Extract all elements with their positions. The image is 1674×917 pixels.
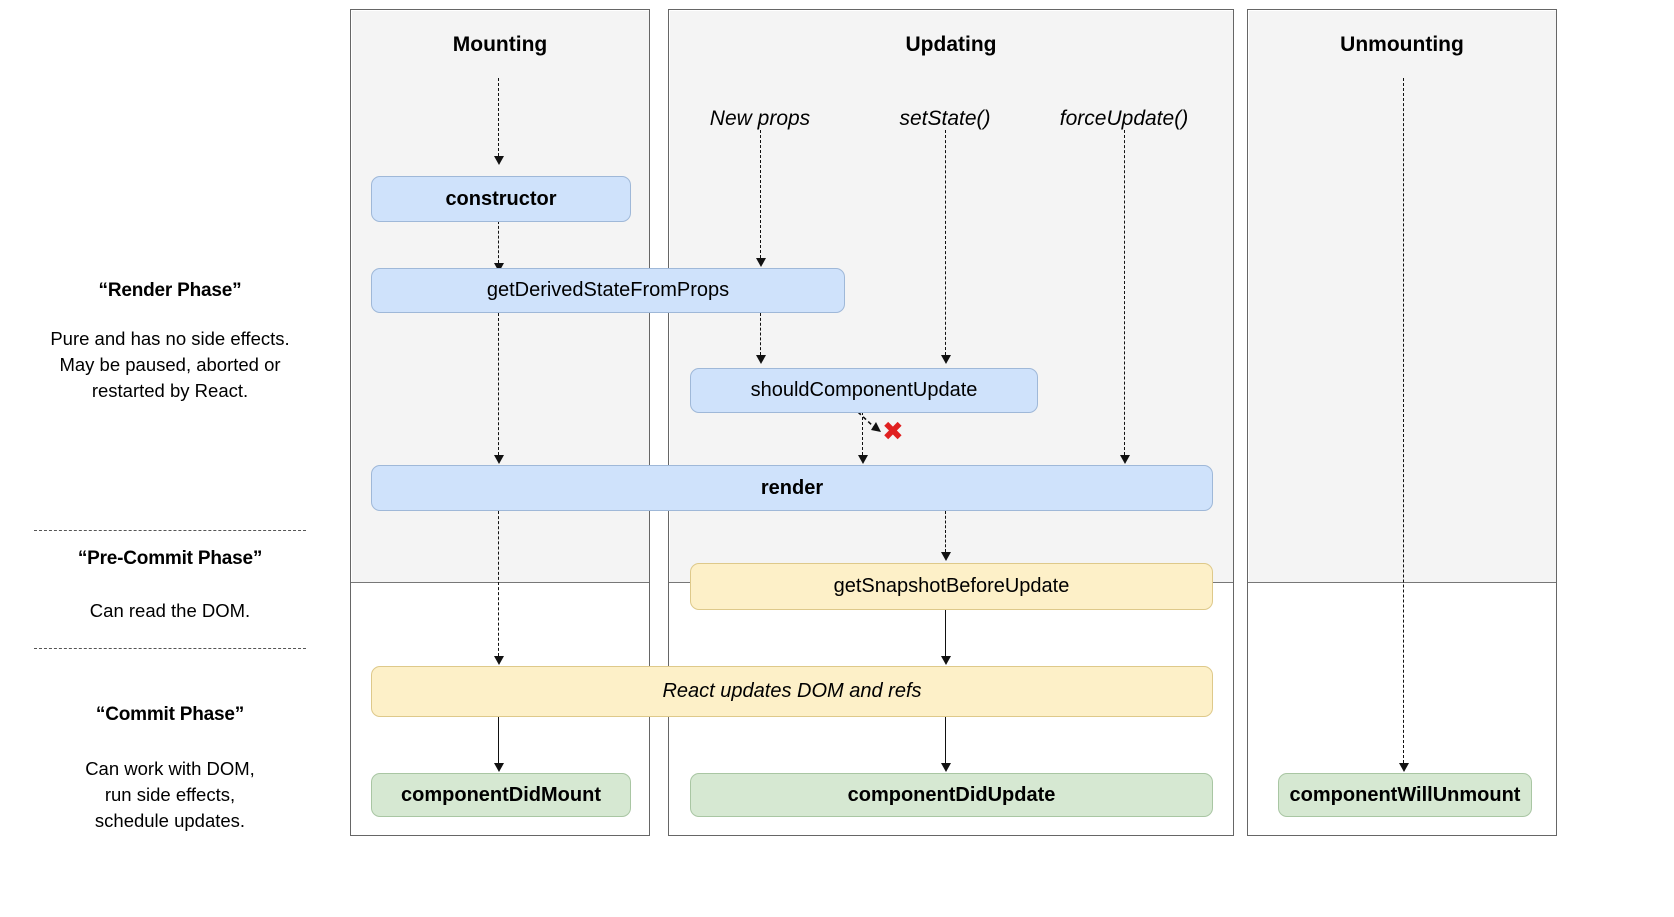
box-should-component-update-label: shouldComponentUpdate	[750, 379, 978, 401]
arrowhead-scu-from-gdsfp	[755, 355, 766, 364]
box-component-will-unmount-label: componentWillUnmount	[1289, 783, 1521, 806]
box-get-snapshot-before-update[interactable]: getSnapshotBeforeUpdate	[690, 563, 1213, 610]
arrowhead-scu-from-setstate	[940, 355, 951, 364]
arrowhead-componentdidupdate	[940, 763, 951, 772]
arrowhead-dom-updating	[940, 656, 951, 665]
box-react-updates-dom-and-refs-label: React updates DOM and refs	[662, 680, 922, 702]
column-unmounting-phase-separator	[1248, 582, 1556, 583]
column-title-unmounting: Unmounting	[1340, 33, 1464, 56]
box-component-did-mount-label: componentDidMount	[401, 783, 601, 806]
column-mounting-phase-separator	[351, 582, 649, 583]
box-get-derived-state-from-props[interactable]: getDerivedStateFromProps	[371, 268, 845, 313]
connector-mounting-to-constructor	[498, 78, 499, 156]
legend-body-render-phase: Pure and has no side effects. May be pau…	[50, 328, 290, 401]
box-should-component-update[interactable]: shouldComponentUpdate	[690, 368, 1038, 413]
connector-render-to-snapshot	[945, 511, 946, 552]
box-render[interactable]: render	[371, 465, 1213, 511]
connector-scu-to-render	[862, 412, 863, 455]
arrowhead-dom-mounting	[493, 656, 504, 665]
legend-title-render-phase: “Render Phase”	[98, 280, 242, 301]
legend-divider-bottom	[34, 648, 306, 649]
trigger-label-new-props: New props	[709, 107, 811, 130]
arrowhead-gdsfp-mounting	[493, 263, 504, 272]
arrowhead-render-from-scu	[857, 455, 868, 464]
connector-dom-to-componentdidupdate	[945, 717, 946, 763]
box-render-label: render	[760, 476, 824, 499]
arrowhead-snapshot	[940, 552, 951, 561]
connector-constructor-to-gdsfp	[498, 221, 499, 263]
arrowhead-render-mounting	[493, 455, 504, 464]
column-title-updating: Updating	[905, 33, 997, 56]
arrowhead-render-from-forceupdate	[1119, 455, 1130, 464]
legend-title-commit-phase: “Commit Phase”	[95, 704, 245, 725]
legend-body-commit-phase: Can work with DOM, run side effects, sch…	[85, 758, 255, 831]
connector-forceupdate-to-render	[1124, 130, 1125, 455]
box-get-snapshot-before-update-label: getSnapshotBeforeUpdate	[833, 575, 1070, 597]
connector-snapshot-to-dom	[945, 610, 946, 656]
box-component-did-update[interactable]: componentDidUpdate	[690, 773, 1213, 817]
box-component-will-unmount[interactable]: componentWillUnmount	[1278, 773, 1532, 817]
legend-title-pre-commit-phase: “Pre-Commit Phase”	[77, 548, 263, 569]
arrowhead-gdsfp-updating	[755, 258, 766, 267]
box-react-updates-dom-and-refs[interactable]: React updates DOM and refs	[371, 666, 1213, 717]
column-unmounting	[1247, 9, 1557, 836]
skip-render-x-icon: ✖	[882, 417, 904, 447]
legend-divider-top	[34, 530, 306, 531]
connector-dom-to-componentdidmount	[498, 717, 499, 763]
legend-body-pre-commit-phase: Can read the DOM.	[89, 600, 251, 621]
connector-gdsfp-to-scu	[760, 313, 761, 355]
box-constructor[interactable]: constructor	[371, 176, 631, 222]
connector-unmounting-to-componentwillunmount	[1403, 78, 1404, 763]
arrowhead-componentdidmount	[493, 763, 504, 772]
connector-setstate-to-scu	[945, 130, 946, 355]
column-title-mounting: Mounting	[452, 33, 548, 56]
connector-scu-false-branch	[857, 411, 881, 432]
arrowhead-constructor	[493, 156, 504, 165]
connector-newprops-to-gdsfp	[760, 130, 761, 258]
box-constructor-label: constructor	[445, 187, 557, 210]
connector-gdsfp-to-render	[498, 313, 499, 455]
trigger-label-set-state: setState()	[899, 107, 991, 130]
box-component-did-update-label: componentDidUpdate	[847, 783, 1056, 806]
box-get-derived-state-from-props-label: getDerivedStateFromProps	[486, 279, 730, 301]
connector-render-to-dom-mounting	[498, 511, 499, 656]
trigger-label-force-update: forceUpdate()	[1059, 107, 1189, 130]
arrowhead-componentwillunmount	[1398, 763, 1409, 772]
box-component-did-mount[interactable]: componentDidMount	[371, 773, 631, 817]
